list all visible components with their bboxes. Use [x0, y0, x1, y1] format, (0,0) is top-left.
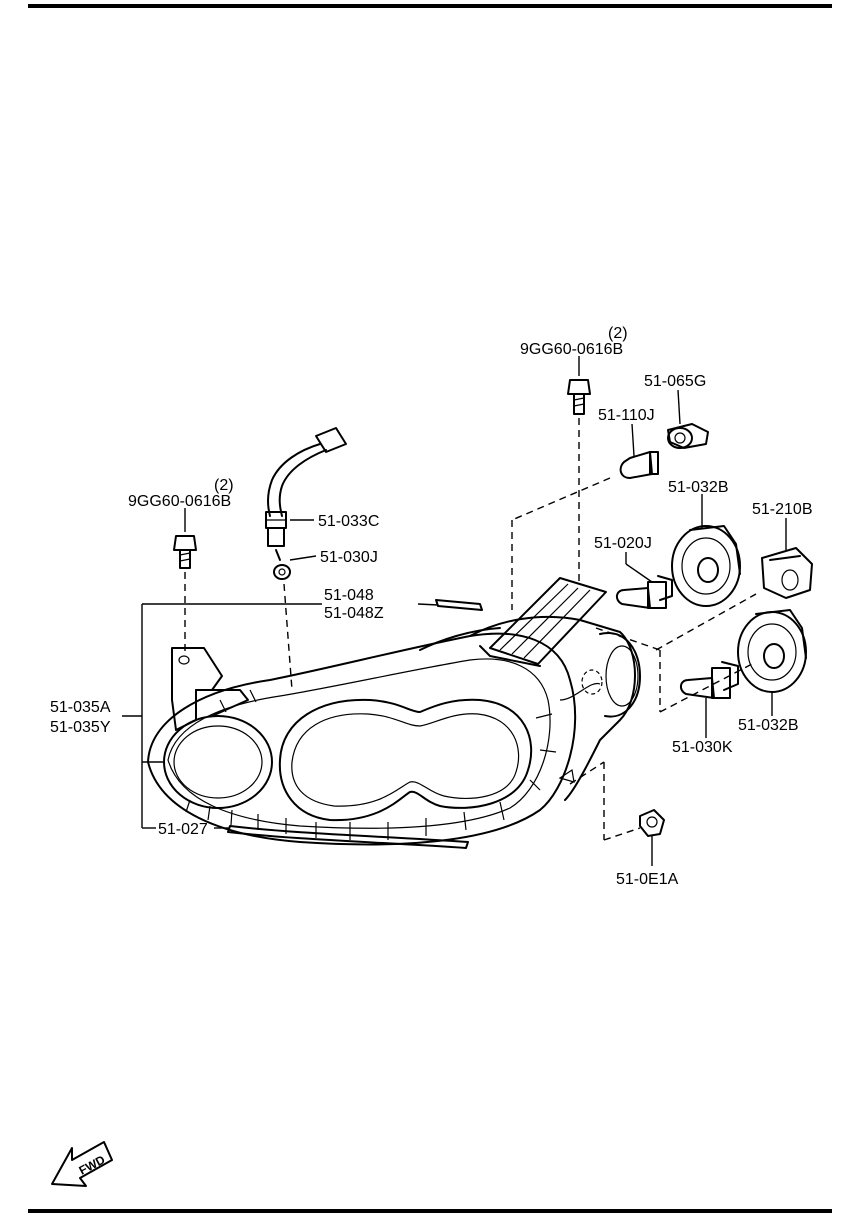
pad-strip[interactable]	[435, 599, 483, 611]
lower-cap-label: 51-032B	[738, 717, 799, 734]
socket-label: 51-065G	[644, 373, 706, 390]
headlamp-alt-label: 51-035Y	[50, 719, 111, 736]
bolt-left[interactable]	[173, 535, 197, 569]
cover-cap[interactable]	[761, 547, 813, 599]
ring-terminal-label: 51-030J	[320, 549, 378, 566]
gasket-strip[interactable]	[227, 825, 469, 849]
bolt-left-qty: (2)	[214, 477, 234, 494]
ring-terminal[interactable]	[273, 549, 291, 580]
leader-lines	[122, 356, 787, 866]
bolt-left-label: 9GG60-0616B	[128, 493, 231, 510]
clip[interactable]	[639, 809, 665, 837]
headlamp-label: 51-035A	[50, 699, 111, 716]
upper-cap[interactable]	[671, 525, 741, 607]
lower-cap[interactable]	[737, 609, 807, 693]
small-bulb[interactable]	[619, 451, 659, 479]
upper-bulb-label: 51-020J	[594, 535, 652, 552]
bolt-top-label: 9GG60-0616B	[520, 341, 623, 358]
upper-cap-label: 51-032B	[668, 479, 729, 496]
upper-bulb[interactable]	[616, 575, 673, 609]
bulb-socket[interactable]	[667, 423, 709, 449]
gasket-label: 51-027	[158, 821, 208, 838]
pad-label: 51-048	[324, 587, 374, 604]
headlamp-assembly	[147, 577, 641, 846]
bolt-top-qty: (2)	[608, 325, 628, 342]
pad-alt-label: 51-048Z	[324, 605, 384, 622]
cover-label: 51-210B	[752, 501, 813, 518]
wiring-harness[interactable]	[265, 427, 347, 547]
lower-bulb-label: 51-030K	[672, 739, 733, 756]
fwd-arrow-icon: FWD	[51, 1141, 113, 1187]
wiring-label: 51-033C	[318, 513, 379, 530]
small-bulb-label: 51-110J	[598, 407, 655, 424]
lower-bulb[interactable]	[680, 661, 739, 699]
bolt-top[interactable]	[567, 379, 591, 415]
clip-label: 51-0E1A	[616, 871, 679, 888]
